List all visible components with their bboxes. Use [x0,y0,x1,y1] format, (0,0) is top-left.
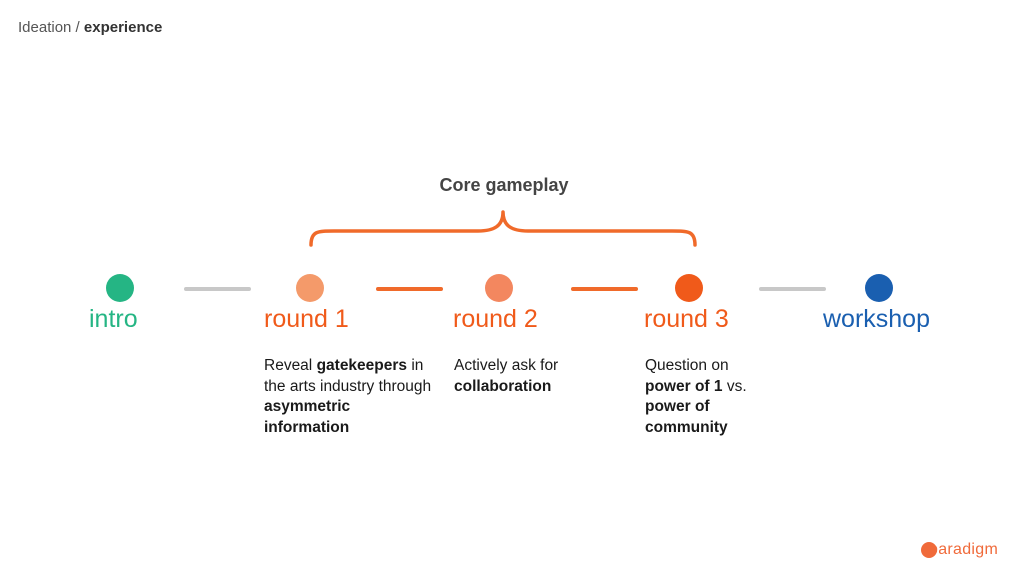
breadcrumb-section: Ideation [18,19,72,36]
description-round1-keyword: asymmetric information [264,398,351,436]
description-round2: Actively ask for collaboration [454,356,604,397]
description-round3-text: Question on [645,357,729,374]
connector-round2-round3 [571,287,638,291]
stage-label-round1: round 1 [264,305,349,333]
stage-dot-intro [106,274,134,302]
stage-dot-round1 [296,274,324,302]
connector-round3-workshop [759,287,826,291]
stage-label-round2: round 2 [453,305,538,333]
description-round3: Question on power of 1 vs. power of comm… [645,356,755,438]
stage-dot-workshop [865,274,893,302]
stage-dot-round2 [485,274,513,302]
description-round2-keyword: collaboration [454,377,552,395]
description-round2-text: Actively ask for [454,357,559,374]
connector-round1-round2 [376,287,443,291]
description-round3-text: vs. [722,377,747,395]
description-round3-keyword: power of 1 [645,377,723,395]
description-round1-text: Reveal [264,357,317,374]
stage-dot-round3 [675,274,703,302]
breadcrumb-separator: / [71,19,84,36]
breadcrumb-current: experience [83,19,163,36]
stage-label-round3: round 3 [644,305,729,333]
description-round1: Reveal gatekeepers in the arts industry … [264,356,436,438]
breadcrumb: Ideation / experience [18,19,162,36]
description-round3-keyword: power of community [645,398,728,436]
core-gameplay-title: Core gameplay [439,175,569,195]
paradigm-logo: paradigm [921,540,998,560]
logo-circle-icon [921,542,937,558]
description-round1-text: in the arts industry through [264,357,432,395]
logo-wordmark: paradigm [929,541,999,558]
description-round1-keyword: gatekeepers [316,357,408,374]
stage-label-intro: intro [89,305,138,333]
connector-intro-round1 [184,287,251,291]
stage-label-workshop: workshop [823,305,930,333]
